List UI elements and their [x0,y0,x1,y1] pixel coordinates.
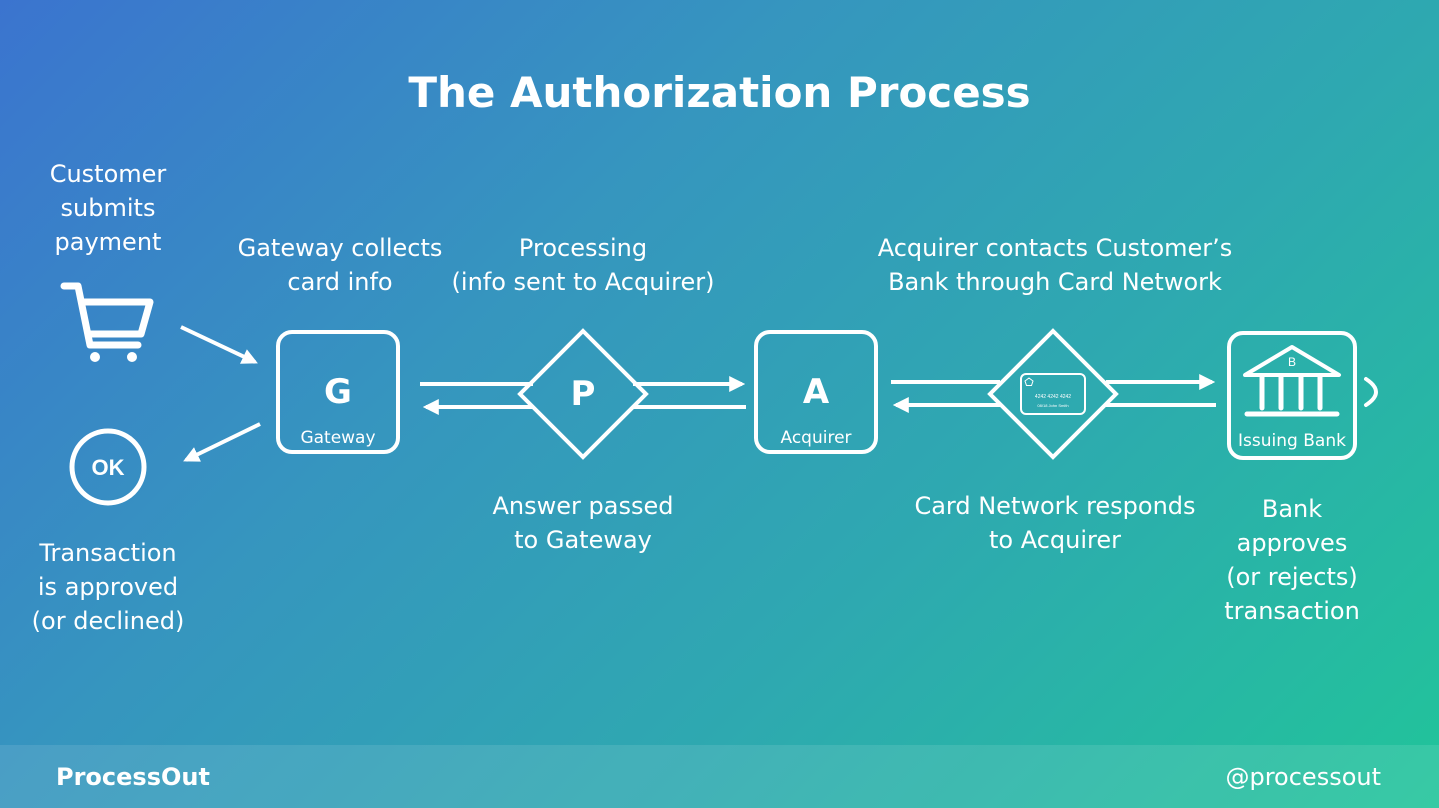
arrow-cart-to-gateway [180,325,258,364]
footer: ProcessOut @processout [0,745,1439,808]
acquirer-label: Acquirer [780,428,852,448]
step-customer-submits: Customer submits payment [49,160,167,256]
acquirer-letter: A [802,372,830,412]
step-acquirer-contacts: Acquirer contacts Customer’s Bank throug… [877,234,1233,296]
step-answer-passed: Answer passed to Gateway [492,492,674,554]
gateway-node: G Gateway [276,330,400,454]
chevron-right-icon [1364,377,1378,407]
bank-letter: B [1288,355,1296,369]
shopping-cart-icon [60,282,154,362]
processor-diamond [517,328,649,460]
gateway-label: Gateway [300,428,376,448]
footer-handle: @processout [1225,763,1381,791]
issuing-bank-label: Issuing Bank [1238,431,1346,451]
issuing-bank-node: Issuing Bank [1227,331,1357,460]
card-number: 4242 4242 4242 [1035,394,1071,400]
step-network-responds: Card Network responds to Acquirer [914,492,1196,554]
credit-card-icon: 4242 4242 4242 08/18 John Smith [1020,373,1086,415]
acquirer-node: A Acquirer [754,330,878,454]
card-network-diamond [987,328,1119,460]
ok-badge-label: OK [92,455,125,480]
processor-letter: P [570,374,596,414]
step-bank-approves: Bank approves (or rejects) transaction [1224,495,1360,625]
bank-icon: B [1243,345,1341,417]
gateway-letter: G [324,372,352,412]
card-holder: 08/18 John Smith [1037,403,1068,408]
step-processing: Processing (info sent to Acquirer) [451,234,715,296]
step-gateway-collects: Gateway collects card info [237,234,443,296]
footer-brand: ProcessOut [56,763,210,791]
page-title: The Authorization Process [408,68,1031,117]
arrow-gateway-to-ok [183,422,261,462]
step-transaction-approved: Transaction is approved (or declined) [31,539,185,635]
ok-badge-icon: OK [69,428,147,506]
